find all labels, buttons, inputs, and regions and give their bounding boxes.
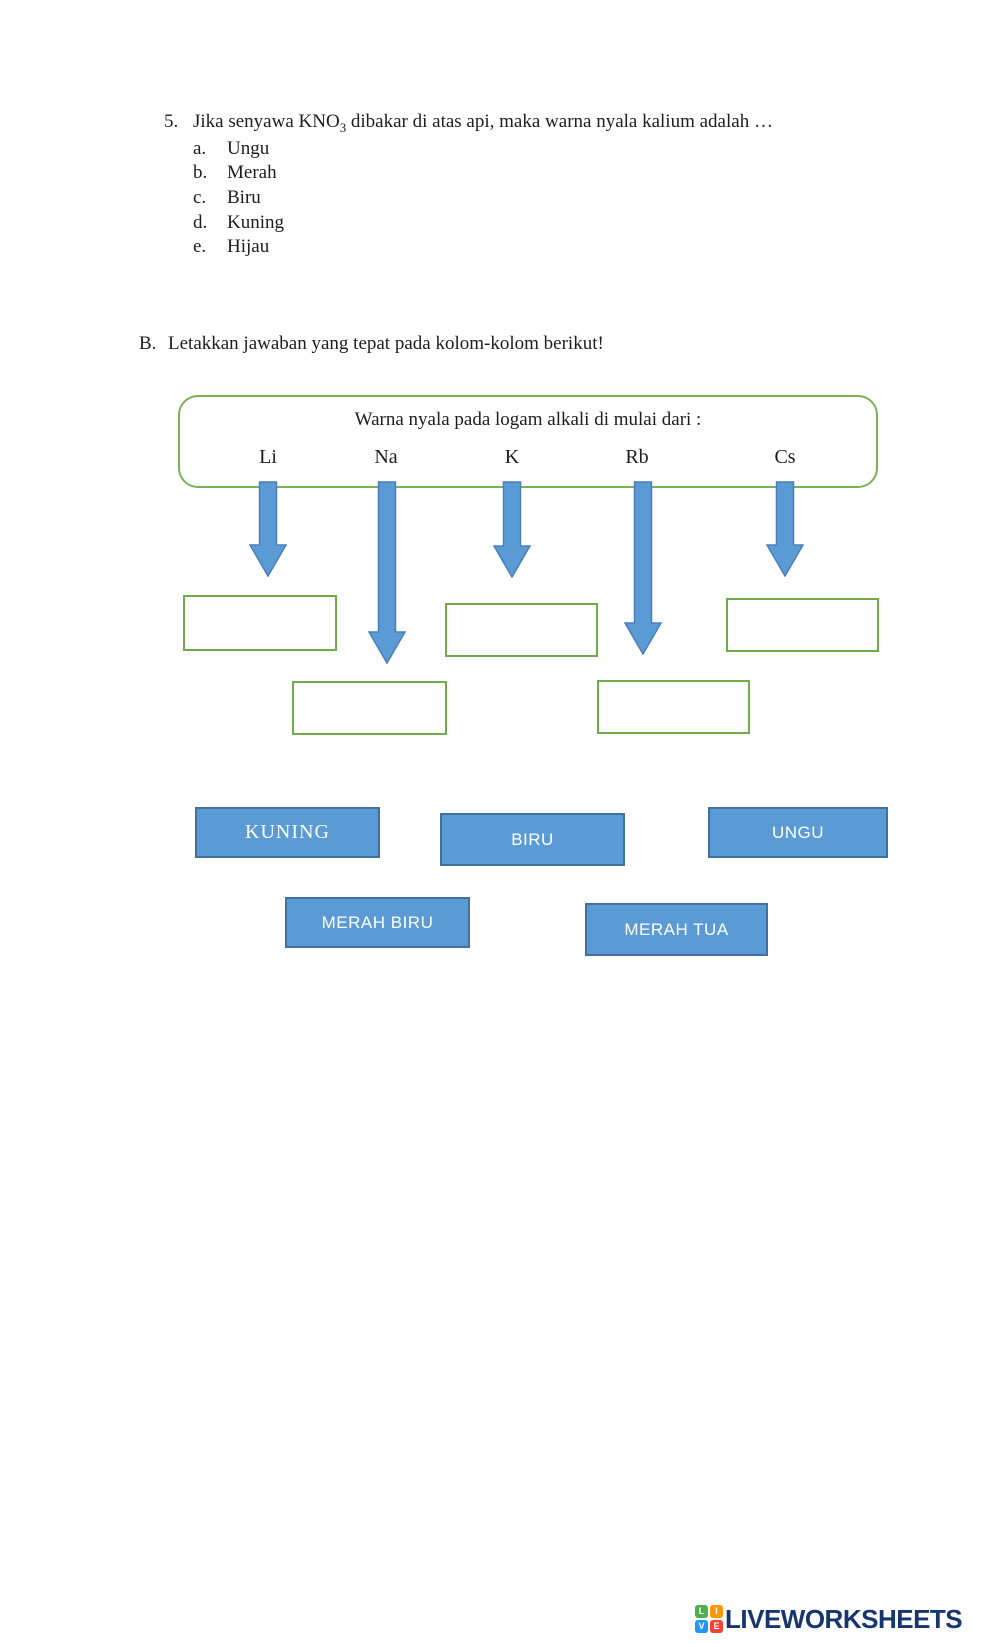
drop-box-na[interactable] bbox=[292, 681, 447, 735]
down-arrow-icon-li bbox=[249, 481, 287, 577]
diagram-title: Warna nyala pada logam alkali di mulai d… bbox=[354, 409, 702, 430]
element-label-cs: Cs bbox=[774, 446, 796, 468]
question-text-post: dibakar di atas api, maka warna nyala ka… bbox=[346, 111, 773, 132]
option-a-letter: a. bbox=[193, 138, 207, 159]
option-c-label: Biru bbox=[227, 187, 261, 208]
option-d-label: Kuning bbox=[227, 212, 284, 233]
element-label-li: Li bbox=[259, 446, 277, 468]
section-b-instruction: Letakkan jawaban yang tepat pada kolom-k… bbox=[168, 333, 604, 354]
logo-letter-l: L bbox=[695, 1605, 708, 1618]
down-arrow-icon-cs bbox=[766, 481, 804, 577]
option-c[interactable]: c. Biru bbox=[193, 187, 261, 209]
flame-color-container bbox=[178, 395, 878, 488]
logo-letter-v: V bbox=[695, 1620, 708, 1633]
question-text: Jika senyawa KNO3 dibakar di atas api, m… bbox=[193, 111, 813, 136]
down-arrow-icon-rb bbox=[624, 481, 662, 655]
answer-chip-kuning[interactable]: KUNING bbox=[195, 807, 380, 858]
element-label-k: K bbox=[504, 446, 520, 468]
question-text-pre: Jika senyawa KNO bbox=[193, 111, 340, 132]
liveworksheets-grid-icon: L I V E bbox=[695, 1605, 723, 1633]
option-d[interactable]: d. Kuning bbox=[193, 212, 284, 234]
option-b-label: Merah bbox=[227, 162, 277, 183]
down-arrow-icon-k bbox=[493, 481, 531, 578]
question-number: 5. bbox=[164, 111, 179, 132]
option-b[interactable]: b. Merah bbox=[193, 162, 277, 184]
logo-letter-i: I bbox=[710, 1605, 723, 1618]
drop-box-k[interactable] bbox=[445, 603, 598, 657]
option-a[interactable]: a. Ungu bbox=[193, 138, 269, 160]
option-a-label: Ungu bbox=[227, 138, 270, 159]
drop-box-cs[interactable] bbox=[726, 598, 879, 652]
answer-chip-biru[interactable]: BIRU bbox=[440, 813, 625, 866]
option-c-letter: c. bbox=[193, 187, 207, 208]
option-e-label: Hijau bbox=[227, 236, 270, 257]
formula-subscript: 3 bbox=[339, 119, 347, 135]
liveworksheets-wordmark: LIVEWORKSHEETS bbox=[725, 1604, 963, 1634]
drop-box-rb[interactable] bbox=[597, 680, 750, 734]
answer-chip-ungu[interactable]: UNGU bbox=[708, 807, 888, 858]
option-e[interactable]: e. Hijau bbox=[193, 236, 269, 258]
answer-chip-merah-tua[interactable]: MERAH TUA bbox=[585, 903, 768, 956]
option-e-letter: e. bbox=[193, 236, 207, 257]
element-label-na: Na bbox=[374, 446, 398, 468]
drop-box-li[interactable] bbox=[183, 595, 337, 651]
answer-chip-merah-biru[interactable]: MERAH BIRU bbox=[285, 897, 470, 948]
option-d-letter: d. bbox=[193, 212, 208, 233]
element-label-rb: Rb bbox=[625, 446, 649, 468]
liveworksheets-logo[interactable]: L I V E LIVEWORKSHEETS bbox=[695, 1604, 963, 1634]
option-b-letter: b. bbox=[193, 162, 208, 183]
down-arrow-icon-na bbox=[368, 481, 406, 664]
section-b-letter: B. bbox=[139, 333, 157, 354]
logo-letter-e: E bbox=[710, 1620, 723, 1633]
